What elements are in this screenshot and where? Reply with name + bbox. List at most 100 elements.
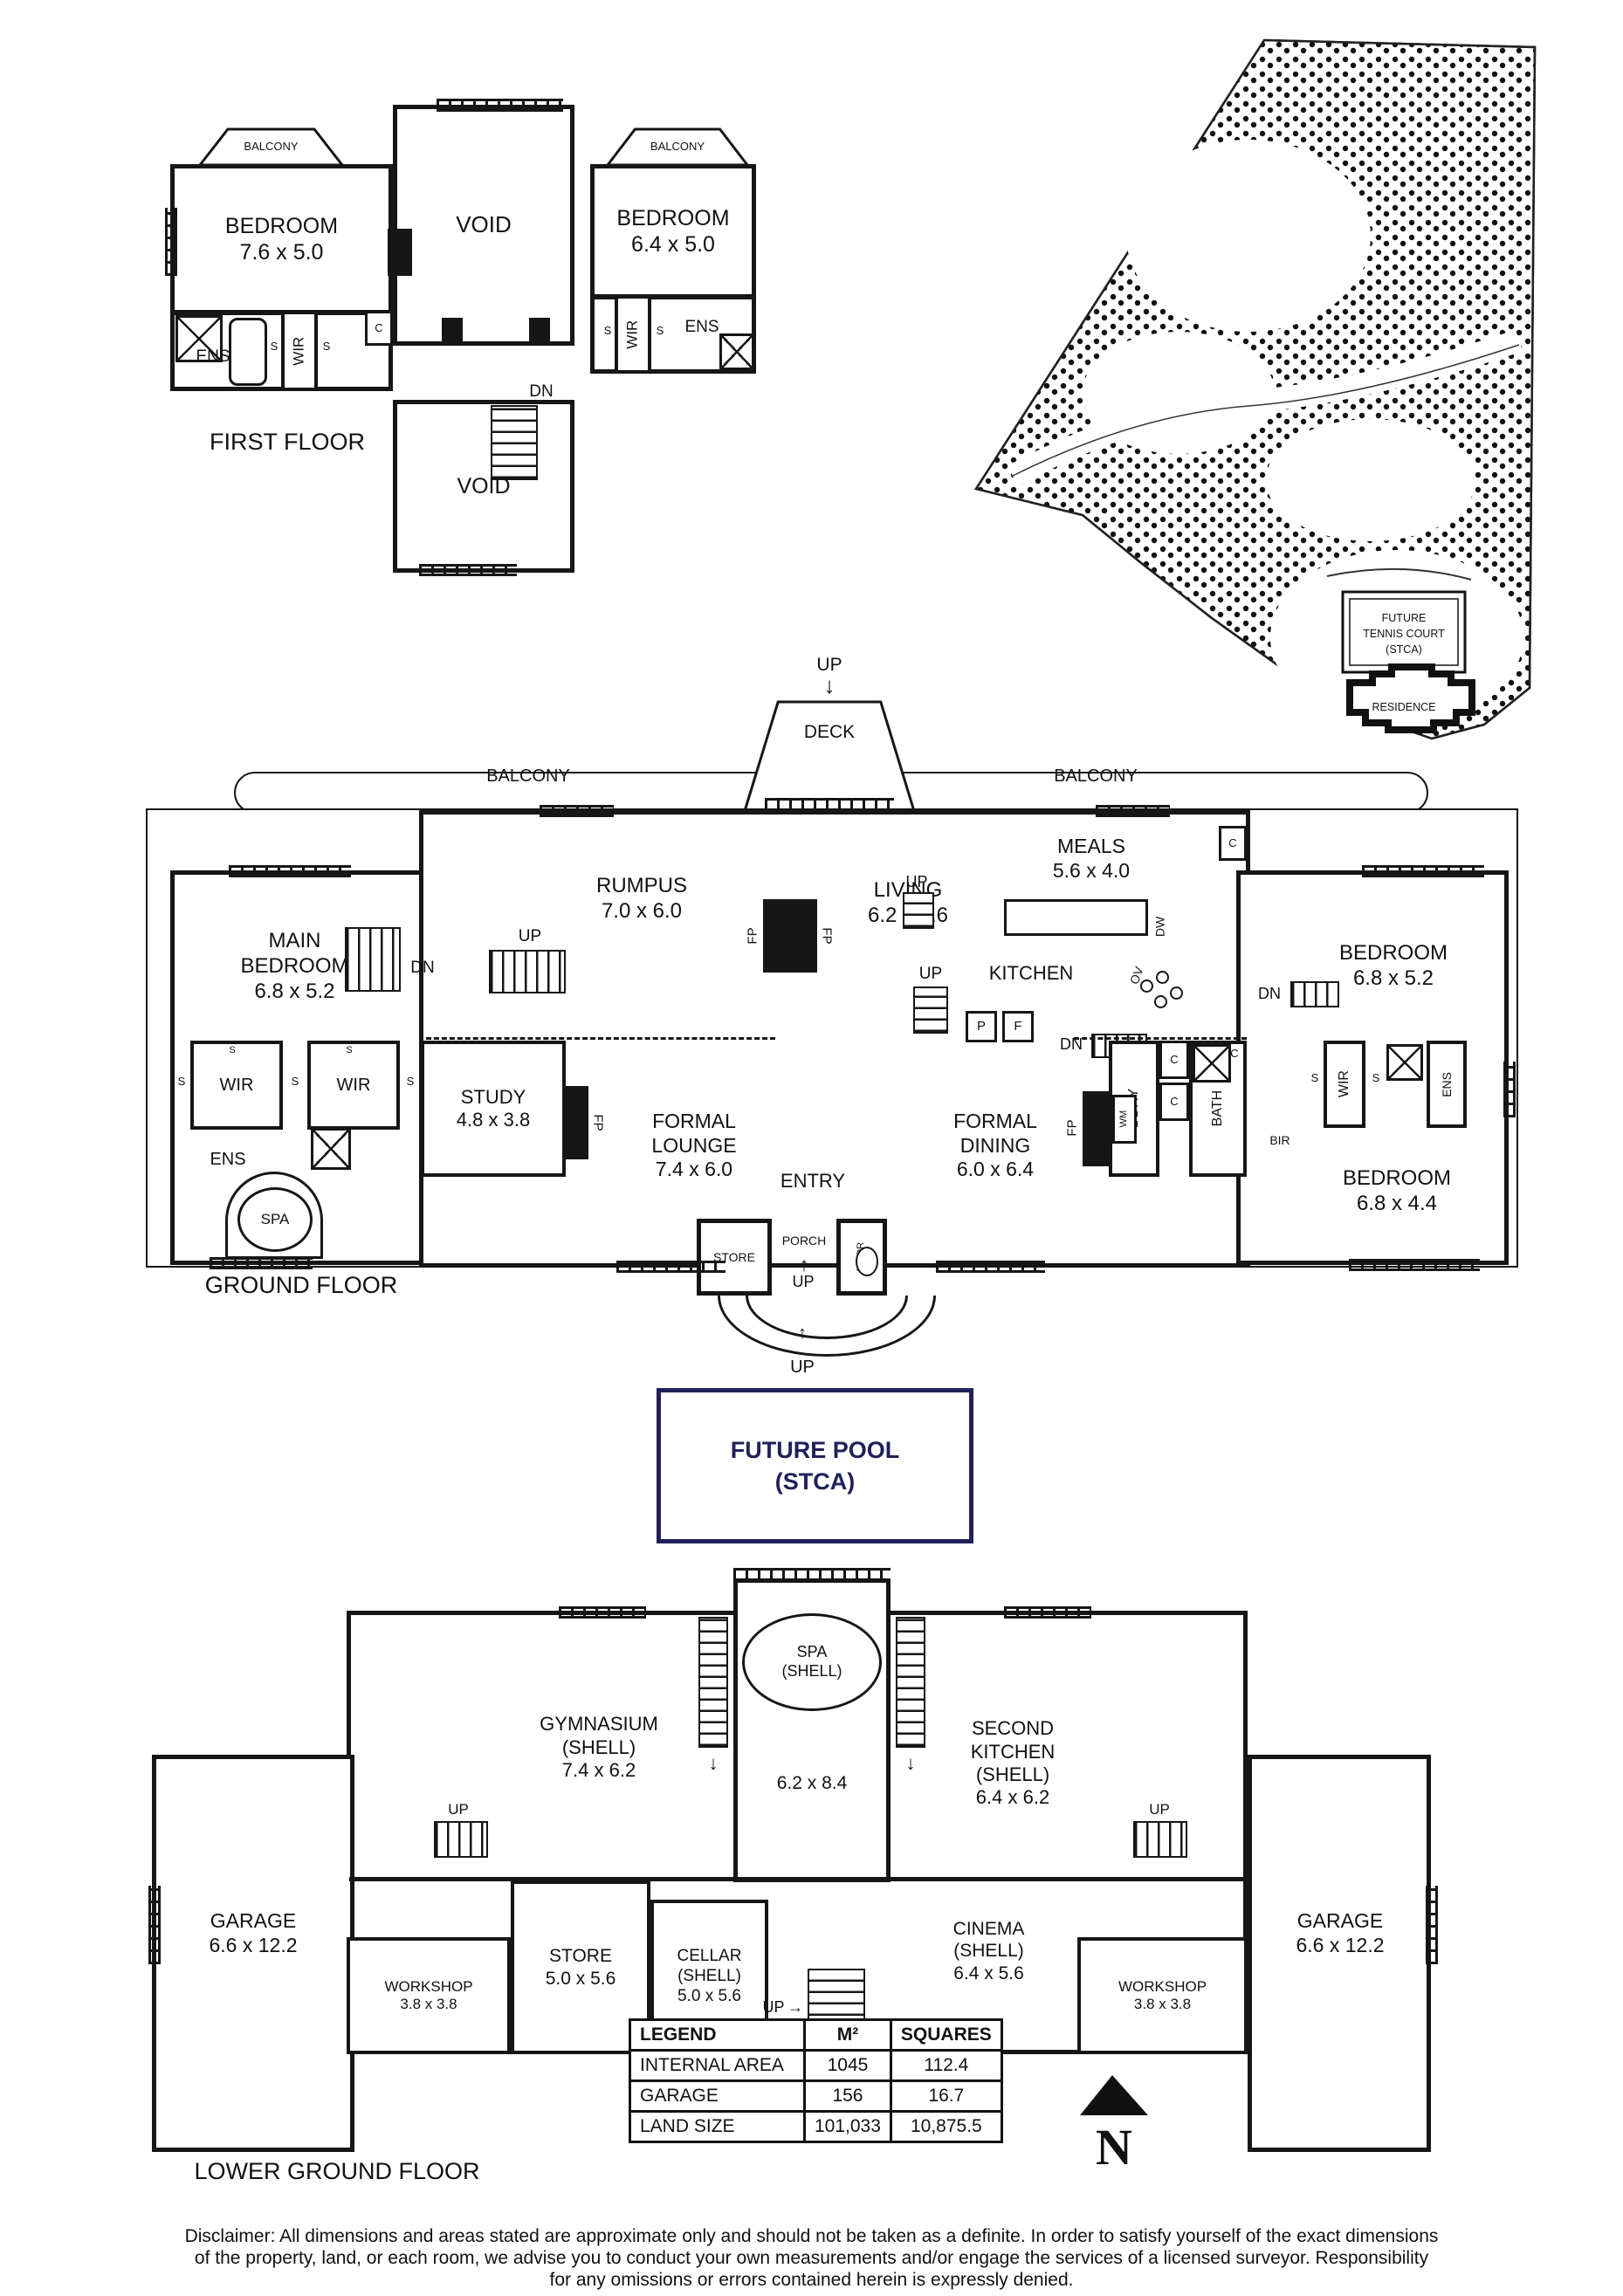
garage	[152, 1755, 354, 2152]
shower	[719, 333, 754, 370]
window	[1362, 865, 1484, 877]
legend-cell: 1045	[803, 2049, 892, 2082]
shelf-label: S	[270, 340, 279, 354]
garage	[1248, 1755, 1431, 2152]
study: STUDY 4.8 x 3.8	[421, 1041, 566, 1177]
closet: C	[1159, 1041, 1189, 1079]
closet: C	[1219, 826, 1247, 861]
stairs	[491, 405, 538, 480]
arrow-up: ↑	[798, 1323, 807, 1343]
toilet	[856, 1247, 878, 1276]
future-pool-label: FUTURE POOL	[730, 1436, 900, 1463]
wir: WIR	[190, 1041, 283, 1130]
shelf-label: S	[1372, 1071, 1380, 1085]
island-bench	[1004, 899, 1148, 936]
bedroom: BEDROOM 7.6 x 5.0	[170, 164, 393, 314]
bir-label: BIR	[1269, 1132, 1290, 1147]
up-label: UP	[792, 1273, 815, 1291]
closet: C	[1159, 1083, 1189, 1121]
deck-label: DECK	[803, 722, 856, 743]
tennis-label: FUTURE	[1382, 612, 1427, 624]
legend-cell: 101,033	[803, 2110, 892, 2143]
kitchen-label: KITCHEN	[988, 961, 1074, 984]
wall-pier	[442, 318, 463, 344]
shower	[1386, 1044, 1423, 1081]
store: STORE	[697, 1219, 772, 1296]
fireplace	[562, 1086, 588, 1159]
deck	[744, 700, 915, 812]
window	[1004, 1606, 1091, 1619]
balcony: BALCONY	[199, 127, 343, 166]
dishwasher-label: DW	[1152, 916, 1167, 937]
workshop: WORKSHOP 3.8 x 3.8	[347, 1937, 511, 2054]
up-label: UP	[816, 655, 842, 676]
stairs	[913, 986, 948, 1034]
balcony: BALCONY	[607, 127, 748, 166]
void: VOID	[393, 400, 574, 573]
shower	[1193, 1044, 1231, 1083]
legend-cell: 10,875.5	[889, 2110, 1003, 2143]
bedroom: BEDROOM 6.8 x 5.2	[1338, 941, 1448, 990]
window	[165, 208, 177, 276]
tennis-court-box	[1341, 590, 1467, 674]
wir: WIR	[281, 311, 318, 391]
cooktop	[1170, 986, 1183, 1000]
first-floor-label: FIRST FLOOR	[209, 428, 366, 455]
legend-col-m2: M²	[803, 2018, 892, 2052]
closet: C	[365, 311, 393, 346]
meals: MEALS 5.6 x 4.0	[1052, 835, 1131, 882]
fridge: F	[1002, 1011, 1034, 1042]
fireplace	[763, 899, 817, 973]
stairs	[489, 950, 566, 993]
cinema: CINEMA (SHELL) 6.4 x 5.6	[952, 1919, 1025, 1983]
railing	[437, 99, 563, 112]
void-above-line	[1074, 1037, 1247, 1041]
bay-window	[936, 1261, 1045, 1273]
tennis-label: (STCA)	[1386, 643, 1422, 656]
deck-railing	[765, 798, 894, 811]
spa: SPA	[237, 1187, 313, 1252]
legend-col-squares: SQUARES	[889, 2018, 1003, 2052]
formal-lounge: FORMAL LOUNGE 7.4 x 6.0	[651, 1110, 737, 1181]
stairs	[1290, 981, 1339, 1007]
window	[1096, 805, 1170, 817]
bathtub	[229, 318, 267, 386]
wall	[349, 1877, 1245, 1881]
legend-row: GARAGE 156 16.7	[629, 2079, 1003, 2113]
void-above-line	[426, 1037, 775, 1041]
wall-pier	[388, 229, 412, 276]
second-kitchen: SECOND KITCHEN (SHELL) 6.4 x 6.2	[970, 1717, 1056, 1809]
arrow-right: →	[787, 1998, 803, 2017]
rumpus: RUMPUS 7.0 x 6.0	[595, 874, 687, 923]
bay-window	[616, 1261, 726, 1273]
wall-pier	[529, 318, 550, 344]
north-label: N	[1096, 2119, 1132, 2176]
window	[210, 1257, 313, 1269]
shower	[175, 315, 223, 362]
dn-label: DN	[1258, 985, 1281, 1003]
clearing	[1266, 419, 1475, 541]
dn-label: DN	[410, 958, 435, 977]
tennis-label: TENNIS COURT	[1363, 628, 1445, 640]
north-triangle	[1080, 2075, 1148, 2115]
main-bedroom: MAIN BEDROOM 6.8 x 5.2	[240, 929, 349, 1003]
wir: WIR	[1324, 1041, 1365, 1128]
arrow-up: ↑	[799, 1253, 809, 1275]
stairs	[345, 927, 401, 992]
window	[540, 805, 614, 817]
contour-line	[1012, 344, 1520, 477]
disclaimer: Disclaimer: All dimensions and areas sta…	[35, 2226, 1588, 2291]
disclaimer-line: of the property, land, or each room, we …	[194, 2247, 1429, 2268]
railing	[419, 564, 517, 576]
stairs	[896, 1617, 925, 1748]
legend-row: LAND SIZE 101,033 10,875.5	[629, 2110, 1003, 2143]
dn-label: DN	[1060, 1035, 1083, 1054]
dim-label: 6.2 x 8.4	[776, 1773, 848, 1794]
void: VOID	[393, 105, 574, 346]
pantry: P	[966, 1011, 997, 1042]
window	[229, 865, 351, 877]
disclaimer-line: Disclaimer: All dimensions and areas sta…	[184, 2226, 1439, 2246]
ground-floor-label: GROUND FLOOR	[204, 1271, 398, 1298]
cooktop	[1140, 980, 1153, 993]
tiled-floor	[311, 1128, 351, 1170]
